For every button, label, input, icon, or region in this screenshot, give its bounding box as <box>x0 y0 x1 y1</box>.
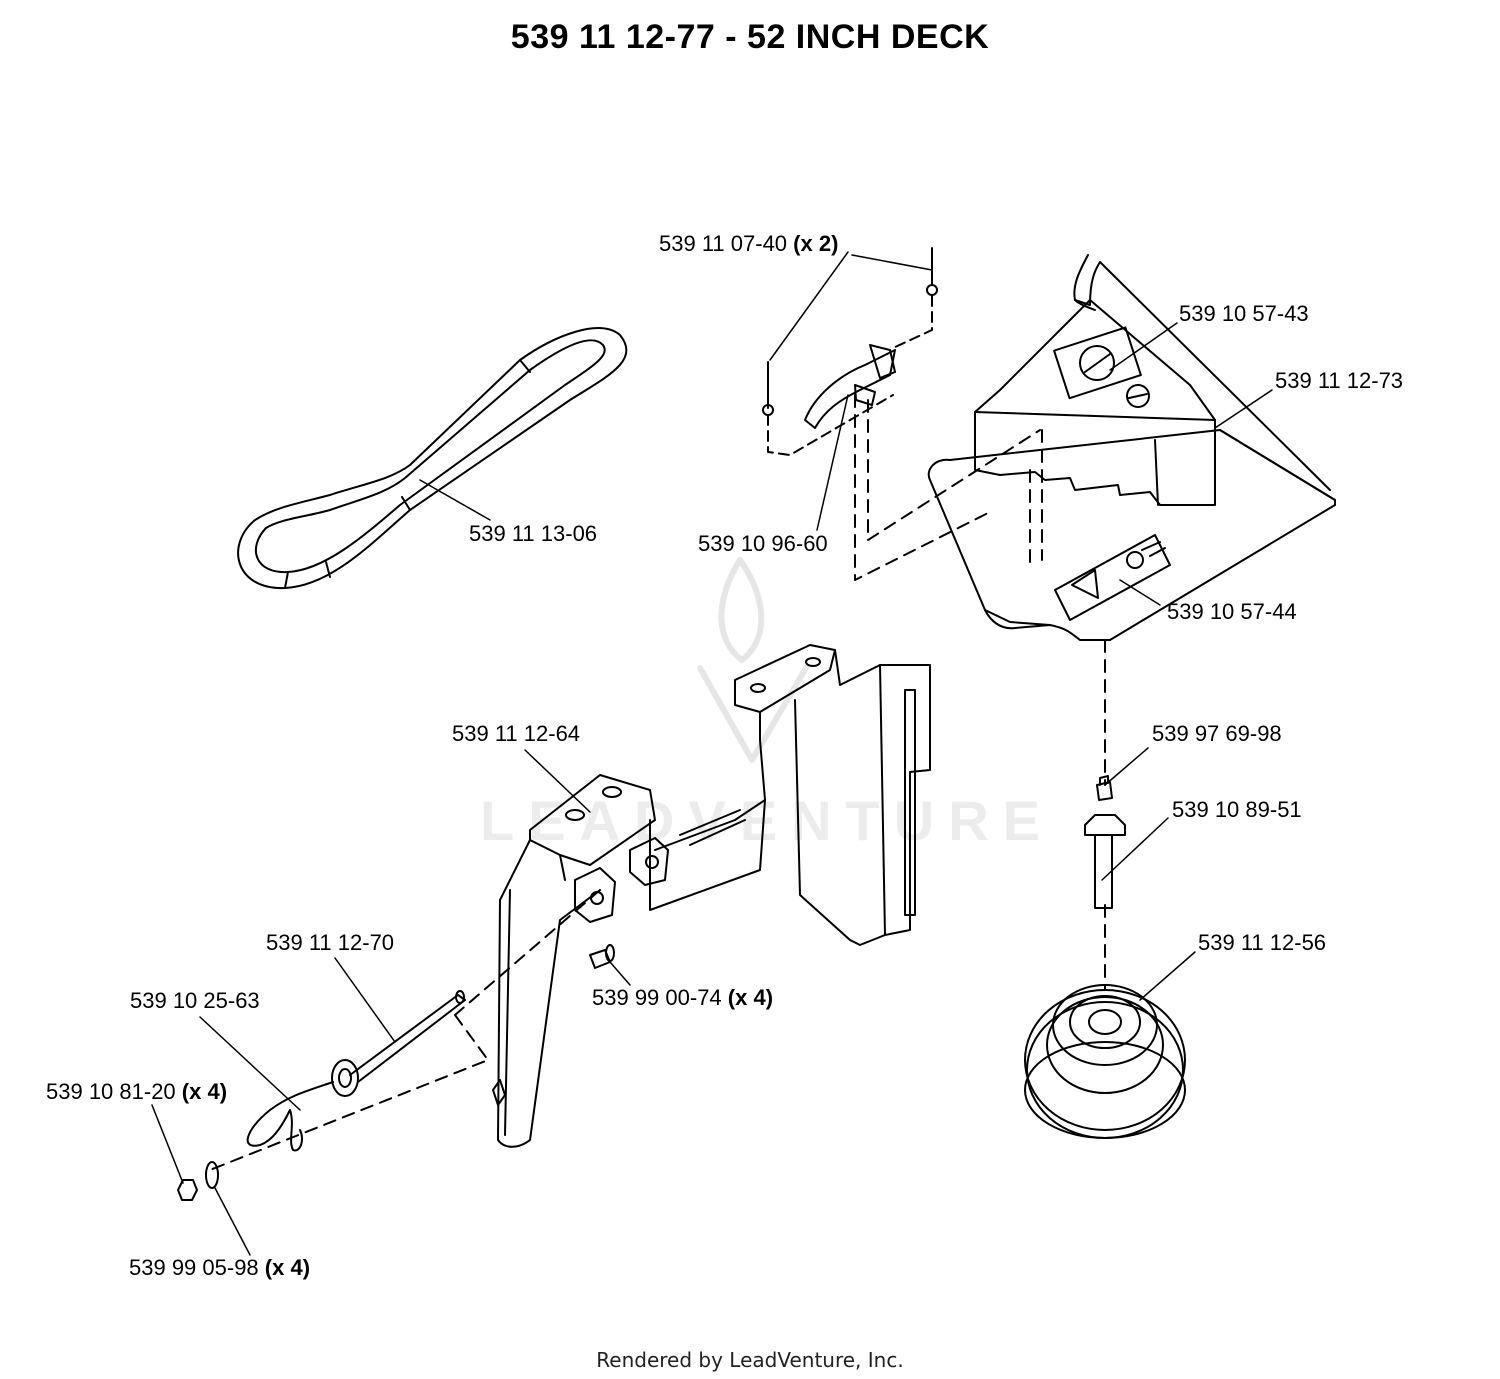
part-number: 539 10 89-51 <box>1172 797 1302 822</box>
part-number: 539 10 57-44 <box>1167 599 1297 624</box>
part-number: 539 99 05-98 <box>129 1255 259 1280</box>
watermark-logo <box>697 557 809 763</box>
diagram-title: 539 11 12-77 - 52 INCH DECK <box>510 18 990 56</box>
callout-539-10-96-60: 539 10 96-60 <box>698 533 828 555</box>
part-number: 539 10 81-20 <box>46 1079 176 1104</box>
part-number: 539 97 69-98 <box>1152 721 1282 746</box>
part-number: 539 11 12-73 <box>1275 368 1404 393</box>
part-number: 539 11 13-06 <box>469 521 598 546</box>
idler-pulley <box>1024 984 1186 1139</box>
callout-539-11-12-56: 539 11 12-56 <box>1198 932 1326 954</box>
callout-539-10-25-63: 539 10 25-63 <box>130 990 260 1012</box>
callout-539-11-13-06: 539 11 13-06 <box>469 523 597 545</box>
part-number: 539 10 25-63 <box>130 988 260 1013</box>
callout-539-10-57-43: 539 10 57-43 <box>1179 303 1309 325</box>
quantity: (x 2) <box>793 231 839 256</box>
lanyard <box>246 1081 334 1152</box>
grease-fitting <box>1096 775 1113 801</box>
callout-539-11-07-40: 539 11 07-40 (x 2) <box>659 233 838 255</box>
belt <box>237 327 628 590</box>
mounting-bracket <box>497 644 931 1148</box>
decal <box>1054 534 1171 621</box>
quantity: (x 4) <box>264 1255 311 1280</box>
part-number: 539 11 12-56 <box>1198 930 1327 955</box>
part-number: 539 10 57-43 <box>1179 301 1309 326</box>
hitch-pin <box>331 990 466 1097</box>
callout-539-99-05-98: 539 99 05-98 (x 4) <box>129 1257 310 1279</box>
footer-credit: Rendered by LeadVenture, Inc. <box>596 1348 904 1372</box>
cover-box <box>974 299 1216 506</box>
callout-539-10-57-44: 539 10 57-44 <box>1167 601 1297 623</box>
callout-539-11-12-73: 539 11 12-73 <box>1275 370 1403 392</box>
callout-539-10-89-51: 539 10 89-51 <box>1172 799 1302 821</box>
part-number: 539 99 00-74 <box>592 985 722 1010</box>
callout-539-11-12-70: 539 11 12-70 <box>266 932 394 954</box>
leader-lines <box>151 251 1273 1256</box>
part-number: 539 11 12-70 <box>266 930 395 955</box>
part-number: 539 10 96-60 <box>698 531 828 556</box>
callout-539-99-00-74: 539 99 00-74 (x 4) <box>592 987 773 1009</box>
latch-clip <box>762 247 938 456</box>
nut-and-washer <box>177 1161 219 1201</box>
quantity: (x 4) <box>727 985 774 1010</box>
shoulder-bolt <box>1084 814 1126 909</box>
part-number: 539 11 07-40 <box>659 231 788 256</box>
callout-539-10-81-20: 539 10 81-20 (x 4) <box>46 1081 227 1103</box>
quantity: (x 4) <box>181 1079 228 1104</box>
assembly-lines <box>209 394 1106 1171</box>
part-number: 539 11 12-64 <box>452 721 581 746</box>
callout-539-97-69-98: 539 97 69-98 <box>1152 723 1282 745</box>
callout-539-11-12-64: 539 11 12-64 <box>452 723 580 745</box>
